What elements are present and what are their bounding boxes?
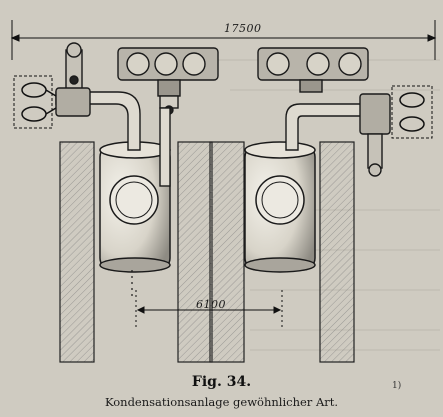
- foundation-column-1: [59, 141, 95, 363]
- foundation-column-4: [319, 141, 355, 363]
- left-coil-unit: [13, 75, 57, 129]
- right-coil-unit: [391, 85, 433, 139]
- dimension-label-middle: 6100: [196, 298, 226, 311]
- condensation-plant-drawing: [10, 20, 440, 363]
- page-mark: 1): [392, 381, 402, 391]
- dimension-line-middle: [135, 290, 283, 330]
- foundation-columns: [59, 141, 355, 363]
- right-engine-block: [257, 47, 369, 93]
- left-pipework: [55, 42, 171, 187]
- figure-caption: Kondensationsanlage gewöhnlicher Art.: [104, 395, 339, 409]
- figure-number: Fig. 34.: [191, 374, 252, 390]
- left-engine-block: [117, 47, 219, 115]
- right-pipework: [285, 93, 391, 177]
- right-condenser-tank: [244, 141, 316, 273]
- foundation-column-2: [177, 141, 213, 363]
- dimension-line-top: [10, 20, 437, 60]
- foundation-column-3: [209, 141, 245, 363]
- dimension-label-top: 17500: [224, 22, 262, 35]
